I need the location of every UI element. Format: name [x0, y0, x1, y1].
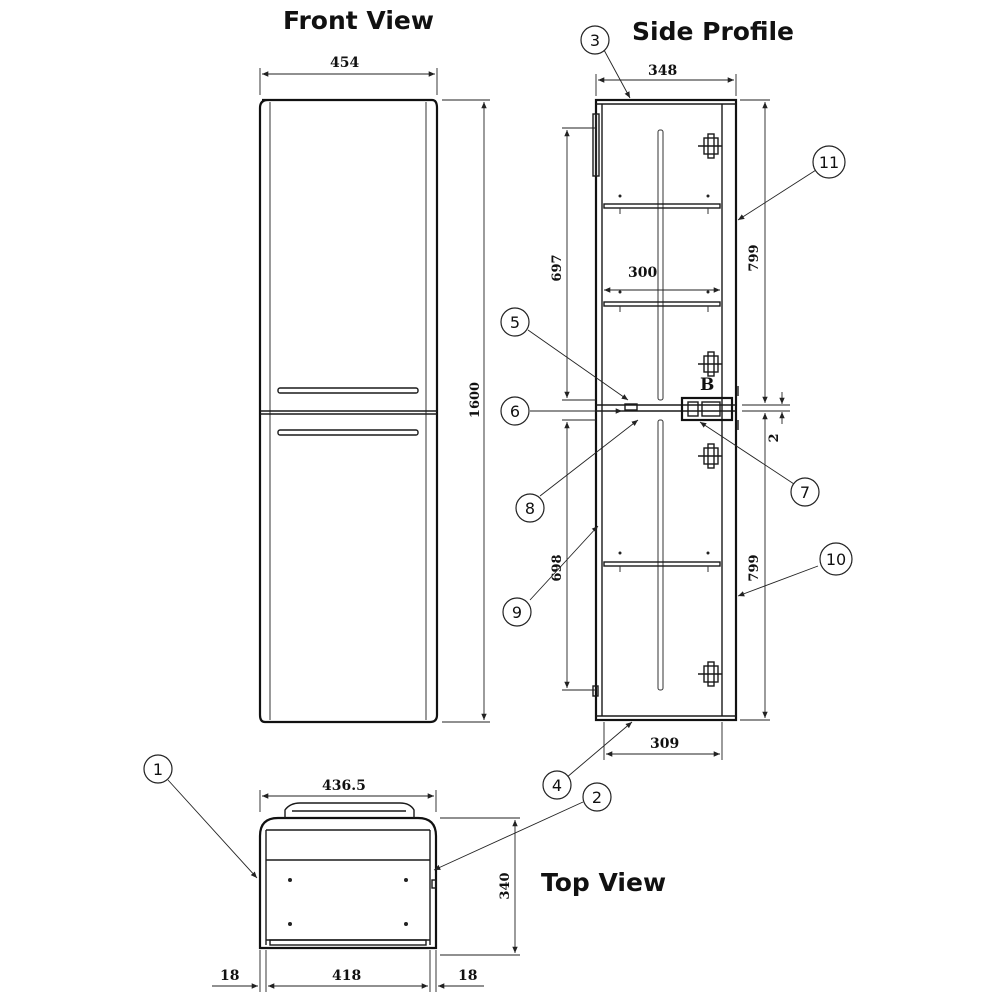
hinge-1 [698, 133, 722, 159]
side-profile-title: Side Profile [632, 17, 794, 46]
top-door-handle [284, 802, 415, 818]
callout-1: 1 [143, 754, 173, 784]
leader-10 [737, 565, 819, 597]
leader-5 [527, 329, 629, 401]
lower-door-handle [277, 429, 419, 436]
svg-text:2: 2 [592, 788, 602, 807]
dim-300-label: 300 [628, 265, 657, 281]
dim-309-label: 309 [650, 736, 679, 752]
divider-clip [624, 403, 638, 411]
leader-2 [433, 801, 584, 871]
top-fixing-hole [404, 922, 408, 926]
callout-5: 5 [500, 307, 530, 337]
svg-text:1: 1 [153, 760, 163, 779]
leader-3 [603, 49, 631, 99]
callouts: 1 2 3 4 5 6 7 8 [143, 25, 853, 879]
svg-text:6: 6 [510, 402, 520, 421]
svg-text:4: 4 [552, 776, 562, 795]
hinge-2 [698, 351, 722, 377]
callout-3: 3 [580, 25, 610, 55]
top-fixing-hole [404, 878, 408, 882]
hinge-3 [698, 443, 722, 469]
detail-b-inner [687, 401, 699, 417]
dim-799-lower-label: 799 [747, 554, 762, 581]
leader-7 [699, 421, 795, 485]
top-back-board [269, 939, 427, 946]
callout-4: 4 [542, 770, 572, 800]
top-outer-outline [258, 816, 438, 950]
top-inner-label: 418 [332, 968, 361, 984]
lower-door-catch [592, 685, 599, 697]
side-outer-outline [594, 98, 738, 722]
hinge-4 [698, 661, 722, 687]
detail-b-box [680, 396, 734, 422]
callout-7: 7 [790, 477, 820, 507]
pin-hole [706, 290, 710, 294]
lower-shelf-1 [603, 561, 721, 567]
top-depth-label: 340 [498, 872, 513, 899]
pin-hole [618, 194, 622, 198]
front-width-label: 454 [330, 55, 359, 71]
upper-inner-rod [657, 129, 664, 401]
pin-hole [706, 551, 710, 555]
callout-6: 6 [500, 396, 530, 426]
upper-door-handle [277, 387, 419, 394]
svg-text:7: 7 [800, 483, 810, 502]
side-profile: B 348 697 300 799 799 2 698 [550, 63, 790, 760]
callout-10: 10 [819, 542, 853, 576]
svg-text:8: 8 [525, 499, 535, 518]
callout-11: 11 [812, 145, 846, 179]
top-width-label: 436.5 [322, 778, 366, 794]
leader-9 [529, 525, 599, 601]
top-side-left-label: 18 [220, 968, 239, 984]
svg-text:5: 5 [510, 313, 520, 332]
detail-b-inner-2 [701, 401, 721, 417]
top-fixing-hole [288, 878, 292, 882]
front-cabinet-outline [258, 98, 439, 724]
svg-text:10: 10 [826, 550, 846, 569]
dim-698-label: 698 [550, 554, 565, 581]
svg-text:9: 9 [512, 603, 522, 622]
callout-2: 2 [582, 782, 612, 812]
leader-11 [737, 169, 817, 221]
leader-1 [167, 779, 258, 879]
leader-4 [565, 721, 633, 779]
front-view: 454 1600 [258, 55, 490, 724]
dim-799-upper-label: 799 [747, 244, 762, 271]
pin-hole [618, 551, 622, 555]
top-view-title: Top View [541, 868, 666, 897]
side-width-label: 348 [648, 63, 677, 79]
callout-9: 9 [502, 597, 532, 627]
lower-inner-rod [657, 419, 664, 691]
svg-text:11: 11 [819, 153, 839, 172]
top-side-right-label: 18 [458, 968, 477, 984]
pin-hole [706, 194, 710, 198]
detail-b-label: B [700, 375, 714, 395]
upper-shelf-1 [603, 203, 721, 209]
front-view-title: Front View [283, 6, 434, 35]
top-fixing-hole [288, 922, 292, 926]
top-view: 436.5 340 18 418 18 [212, 778, 520, 992]
callout-8: 8 [515, 493, 545, 523]
dim-697-label: 697 [550, 254, 565, 281]
top-side-fixing [431, 879, 437, 889]
leader-8 [539, 419, 639, 497]
upper-shelf-2 [603, 301, 721, 307]
svg-text:3: 3 [590, 31, 600, 50]
gap-label: 2 [767, 433, 782, 442]
front-height-label: 1600 [468, 382, 483, 418]
pin-hole [618, 290, 622, 294]
